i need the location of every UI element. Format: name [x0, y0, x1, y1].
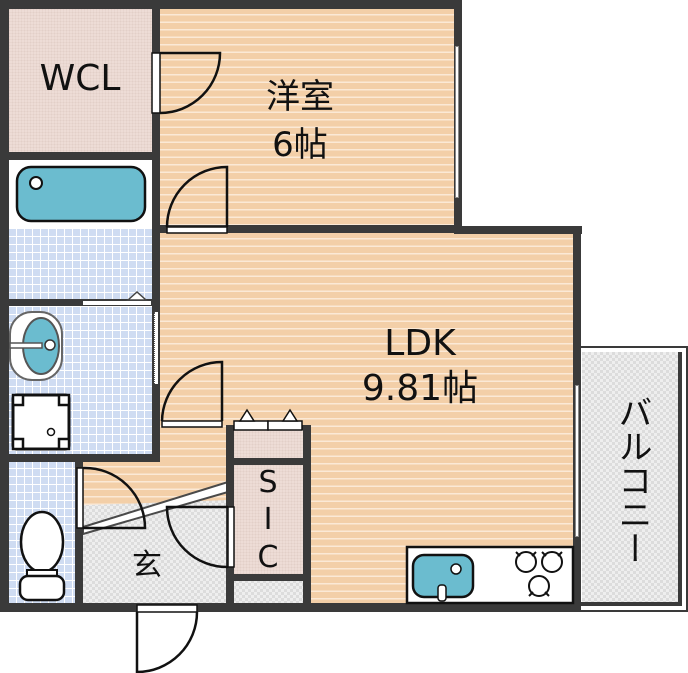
outer-wall-top	[0, 0, 462, 9]
ldk-label: LDK	[384, 323, 456, 364]
balcony-frame	[580, 346, 688, 612]
sic-shelf-top	[233, 458, 305, 465]
sic-top-wall	[226, 425, 311, 430]
washing-machine-space-icon	[11, 393, 71, 451]
wash-bottom-wall	[0, 454, 160, 462]
toilet-right-wall	[75, 460, 83, 610]
bathtub-icon	[15, 165, 147, 223]
sic-label-c: C	[257, 540, 279, 575]
western-room-bottom-wall	[152, 225, 462, 233]
center-vertical-wall	[152, 0, 160, 462]
western-room-label: 洋室	[266, 77, 334, 117]
sic-label-s: S	[258, 465, 278, 500]
bathroom-floor	[8, 228, 154, 304]
wcl-floor	[8, 8, 154, 154]
outer-wall-bottom	[0, 603, 580, 612]
wash-sliding-door[interactable]	[154, 312, 158, 384]
wcl-bottom-wall	[0, 152, 160, 160]
western-room-window[interactable]	[455, 46, 459, 198]
sic-shelf-bottom	[233, 574, 305, 581]
balcony-inner-frame	[580, 352, 682, 606]
sic-left-wall	[226, 425, 234, 610]
toilet-icon	[18, 510, 66, 602]
entrance-label: 玄	[132, 548, 162, 583]
bath-sliding-door[interactable]	[83, 301, 151, 305]
ldk-window[interactable]	[575, 385, 579, 537]
wcl-label: WCL	[39, 58, 121, 99]
ldk-top-wall	[454, 226, 582, 234]
outer-wall-left	[0, 0, 9, 612]
balcony-label: バルコニー	[612, 395, 652, 565]
washbasin-icon	[9, 311, 63, 381]
ldk-size: 9.81帖	[361, 368, 479, 409]
bath-divider-wall	[0, 299, 160, 306]
sic-bottom-floor	[233, 580, 305, 606]
stove-burners-icon	[515, 551, 563, 597]
balcony-floor	[582, 352, 682, 604]
sic-right-wall	[303, 425, 311, 610]
sic-label-i: I	[263, 502, 273, 537]
western-room-size: 6帖	[272, 125, 328, 165]
